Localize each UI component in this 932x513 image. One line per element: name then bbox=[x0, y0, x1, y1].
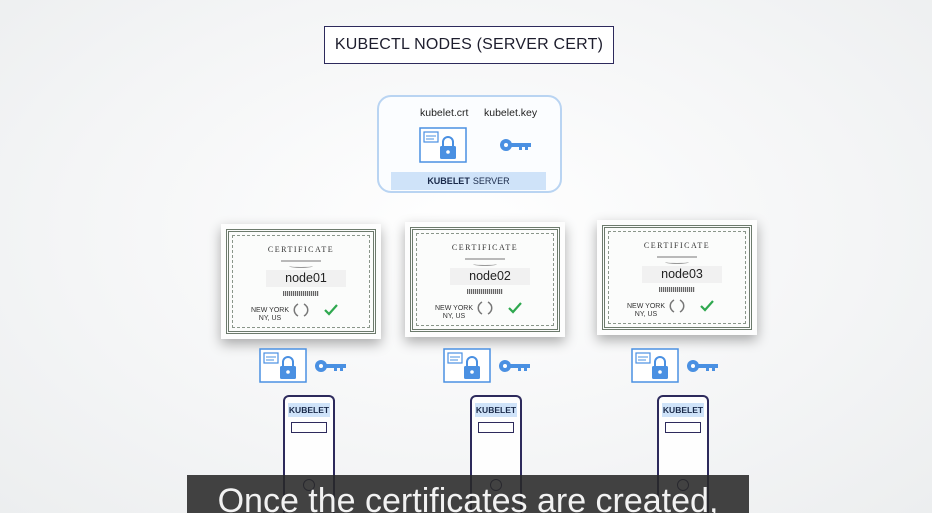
node02-certificate: CERTIFICATE node02 NEW YORK NY, US bbox=[405, 222, 565, 337]
certificate-inner-border bbox=[416, 233, 554, 326]
kubelet-server-strip: KUBELET SERVER bbox=[391, 172, 546, 190]
checkmark-icon bbox=[700, 300, 714, 312]
certificate-node-name: node02 bbox=[450, 268, 530, 285]
certificate-fine-print bbox=[465, 258, 505, 260]
node01-certificate-lock-icon bbox=[259, 348, 307, 383]
certificate-barcode bbox=[283, 291, 319, 296]
certificate-city: NEW YORK bbox=[251, 307, 289, 314]
diagram-title: KUBECTL NODES (SERVER CERT) bbox=[324, 26, 614, 64]
checkmark-icon bbox=[324, 304, 338, 316]
kubelet-drive-slot bbox=[665, 422, 701, 433]
certificate-inner-border bbox=[232, 235, 370, 328]
certificate-region: NY, US bbox=[442, 312, 466, 320]
certificate-flourish bbox=[289, 264, 313, 268]
kubelet-server-box: kubelet.crt kubelet.key KUBELET SERVER bbox=[377, 95, 562, 193]
node03-certificate: CERTIFICATE node03 NEW YORK NY, US bbox=[597, 220, 757, 335]
certificate-heading: CERTIFICATE bbox=[643, 241, 711, 250]
certificate-fine-print bbox=[281, 260, 321, 262]
certificate-lock-icon bbox=[419, 127, 467, 163]
certificate-location: NEW YORK NY, US bbox=[627, 303, 665, 318]
certificate-barcode bbox=[467, 289, 503, 294]
kubelet-crt-label: kubelet.crt bbox=[420, 107, 469, 119]
video-caption: Once the certificates are created, bbox=[187, 475, 749, 513]
certificate-flourish bbox=[473, 262, 497, 266]
kubelet-server-strip-bold: KUBELET bbox=[427, 176, 470, 186]
certificate-region: NY, US bbox=[634, 310, 658, 318]
kubelet-drive-slot bbox=[478, 422, 514, 433]
laurel-seal-icon bbox=[669, 299, 685, 313]
certificate-node-name: node01 bbox=[266, 270, 346, 287]
certificate-inner-border bbox=[608, 231, 746, 324]
checkmark-icon bbox=[508, 302, 522, 314]
node01-certificate: CERTIFICATE node01 NEW YORK NY, US bbox=[221, 224, 381, 339]
certificate-barcode bbox=[659, 287, 695, 292]
certificate-city: NEW YORK bbox=[435, 305, 473, 312]
certificate-node-name: node03 bbox=[642, 266, 722, 283]
certificate-region: NY, US bbox=[258, 314, 282, 322]
kubelet-label: KUBELET bbox=[662, 403, 704, 417]
kubelet-label: KUBELET bbox=[475, 403, 517, 417]
node02-certificate-lock-icon bbox=[443, 348, 491, 383]
certificate-location: NEW YORK NY, US bbox=[251, 307, 289, 322]
private-key-icon bbox=[500, 139, 531, 151]
kubelet-label: KUBELET bbox=[288, 403, 330, 417]
node01-key-icon bbox=[315, 360, 346, 372]
certificate-heading: CERTIFICATE bbox=[267, 245, 335, 254]
certificate-heading: CERTIFICATE bbox=[451, 243, 519, 252]
laurel-seal-icon bbox=[477, 301, 493, 315]
node03-certificate-lock-icon bbox=[631, 348, 679, 383]
certificate-location: NEW YORK NY, US bbox=[435, 305, 473, 320]
node02-key-icon bbox=[499, 360, 530, 372]
certificate-flourish bbox=[665, 260, 689, 264]
kubelet-server-strip-text: SERVER bbox=[472, 176, 510, 186]
certificate-fine-print bbox=[657, 256, 697, 258]
certificate-city: NEW YORK bbox=[627, 303, 665, 310]
kubelet-key-label: kubelet.key bbox=[484, 107, 538, 119]
laurel-seal-icon bbox=[293, 303, 309, 317]
node03-key-icon bbox=[687, 360, 718, 372]
kubelet-drive-slot bbox=[291, 422, 327, 433]
